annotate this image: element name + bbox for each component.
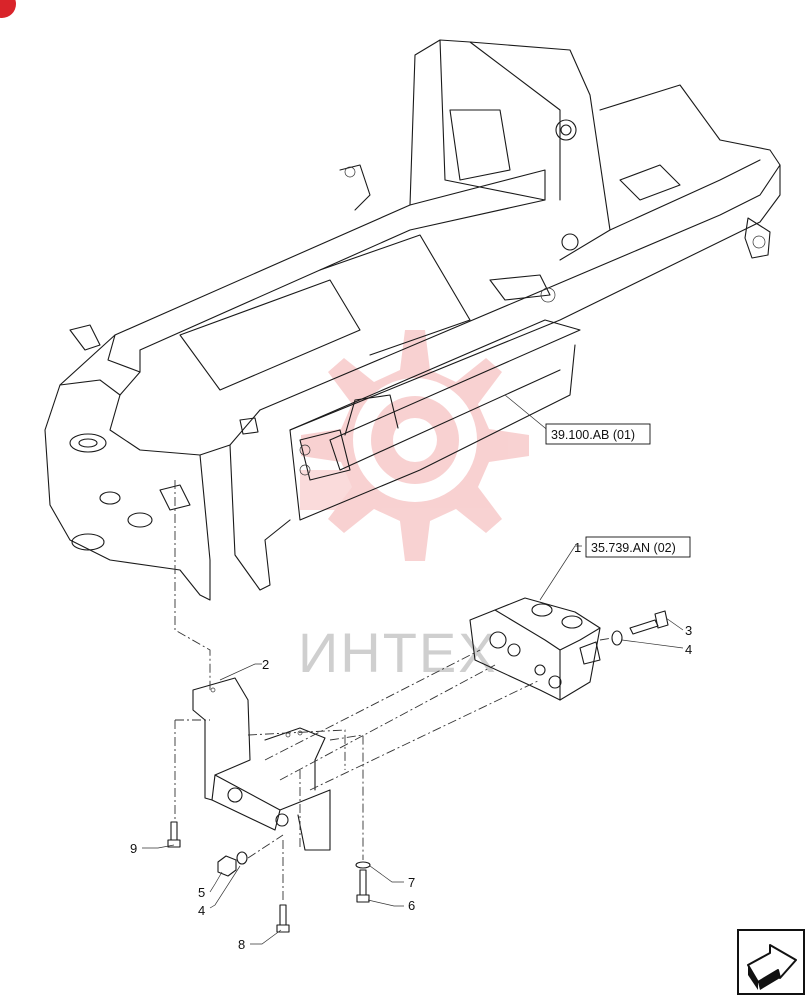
assembly-center-lines	[174, 480, 613, 900]
washer-item-4-right	[611, 630, 623, 646]
bolt-item-9	[167, 821, 181, 848]
bolt-item-6	[356, 869, 370, 903]
washer-item-7	[355, 861, 371, 869]
callout-4-right: 4	[685, 642, 692, 657]
callout-7: 7	[408, 875, 415, 890]
callout-5: 5	[198, 885, 205, 900]
callout-9: 9	[130, 841, 137, 856]
callout-1: 1	[574, 540, 581, 555]
reference-label-35-739: 35.739.AN (02)	[591, 541, 676, 555]
bolt-item-3	[629, 610, 669, 635]
callout-6: 6	[408, 898, 415, 913]
reference-box-39-100[interactable]: 39.100.AB (01)	[545, 423, 651, 445]
watermark-text: ИНТЕХ	[298, 621, 498, 684]
callout-8: 8	[238, 937, 245, 952]
tractor-main-frame	[44, 39, 781, 601]
washer-item-4-left	[236, 851, 248, 865]
callout-2: 2	[262, 657, 269, 672]
watermark-logo	[300, 330, 529, 561]
callout-3: 3	[685, 623, 692, 638]
nut-item-5	[217, 855, 237, 877]
callout-4-left: 4	[198, 903, 205, 918]
valve-block-part	[469, 597, 601, 701]
mounting-bracket-part	[192, 677, 331, 851]
leader-lines	[142, 394, 684, 945]
next-page-arrow-icon[interactable]	[737, 929, 805, 995]
corner-badge	[0, 0, 16, 18]
reference-label-39-100: 39.100.AB (01)	[551, 428, 635, 442]
bolt-item-8	[276, 904, 290, 933]
reference-box-35-739[interactable]: 35.739.AN (02)	[585, 536, 691, 558]
